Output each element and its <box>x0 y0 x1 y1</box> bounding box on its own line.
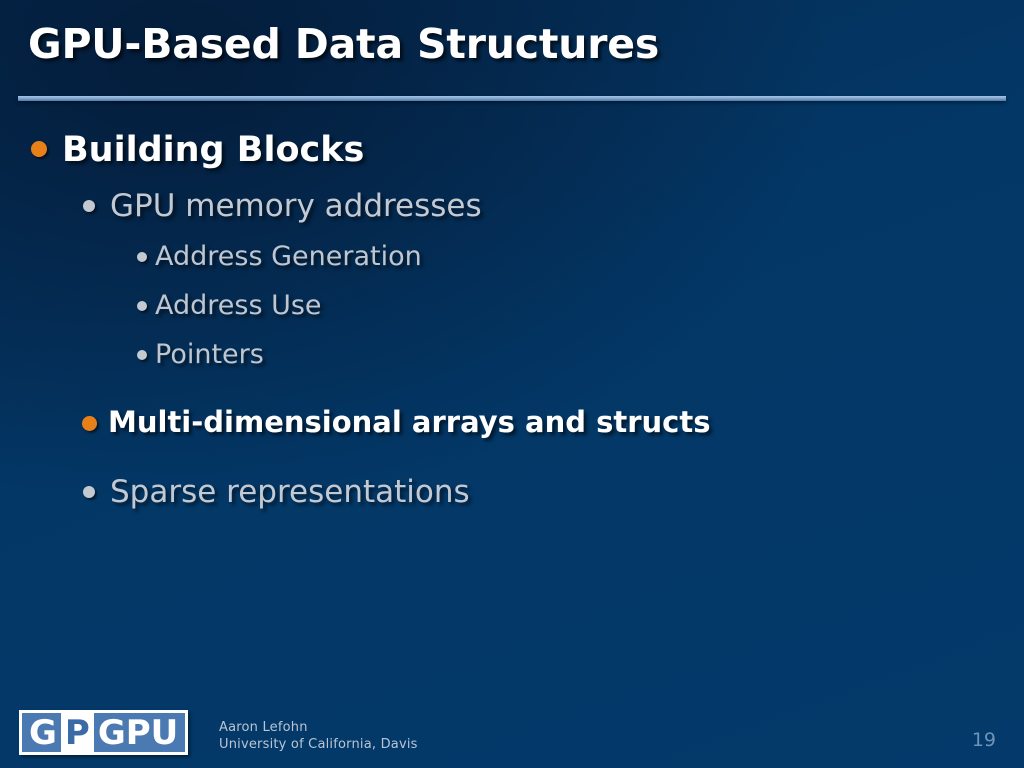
gray-bullet-dot-icon <box>83 486 95 498</box>
outline-item-address-use: Address Use <box>0 283 1024 332</box>
orange-bullet-dot-icon <box>82 416 97 431</box>
slide-body-outline: Building Blocks GPU memory addresses Add… <box>0 124 1024 520</box>
outline-item-label: Sparse representations <box>110 474 470 510</box>
gray-bullet-dot-icon <box>83 200 95 212</box>
outline-item-gpu-memory-addresses: GPU memory addresses <box>0 181 1024 234</box>
gray-bullet-dot-icon <box>137 350 147 360</box>
outline-item-label: GPU memory addresses <box>110 188 482 224</box>
gray-bullet-dot-icon <box>137 252 147 262</box>
gray-bullet-dot-icon <box>137 301 147 311</box>
outline-spacer <box>0 453 1024 467</box>
page-number: 19 <box>971 729 996 751</box>
outline-item-address-generation: Address Generation <box>0 234 1024 283</box>
outline-item-label: Building Blocks <box>62 130 365 170</box>
byline-affiliation: University of California, Davis <box>219 737 418 752</box>
logo-letters-gpu: GPU <box>93 713 186 752</box>
gpgpu-logo: G P GPU <box>19 710 189 755</box>
logo-letter-p: P <box>60 713 94 752</box>
page-title: GPU-Based Data Structures <box>28 20 660 68</box>
outline-item-label: Address Use <box>155 290 322 321</box>
outline-item-building-blocks: Building Blocks <box>0 124 1024 181</box>
outline-item-label: Pointers <box>155 339 264 370</box>
byline-author: Aaron Lefohn <box>219 720 308 735</box>
title-divider-rule <box>18 96 1006 101</box>
outline-item-sparse-representations: Sparse representations <box>0 467 1024 520</box>
outline-item-multi-dimensional-arrays-and-structs: Multi-dimensional arrays and structs <box>0 395 1024 453</box>
orange-bullet-dot-icon <box>31 141 47 157</box>
logo-letter-g: G <box>22 713 61 752</box>
byline: Aaron Lefohn University of California, D… <box>219 719 418 753</box>
outline-item-label: Address Generation <box>155 241 422 272</box>
outline-item-label: Multi-dimensional arrays and structs <box>108 405 711 439</box>
outline-spacer <box>0 381 1024 395</box>
outline-item-pointers: Pointers <box>0 332 1024 381</box>
